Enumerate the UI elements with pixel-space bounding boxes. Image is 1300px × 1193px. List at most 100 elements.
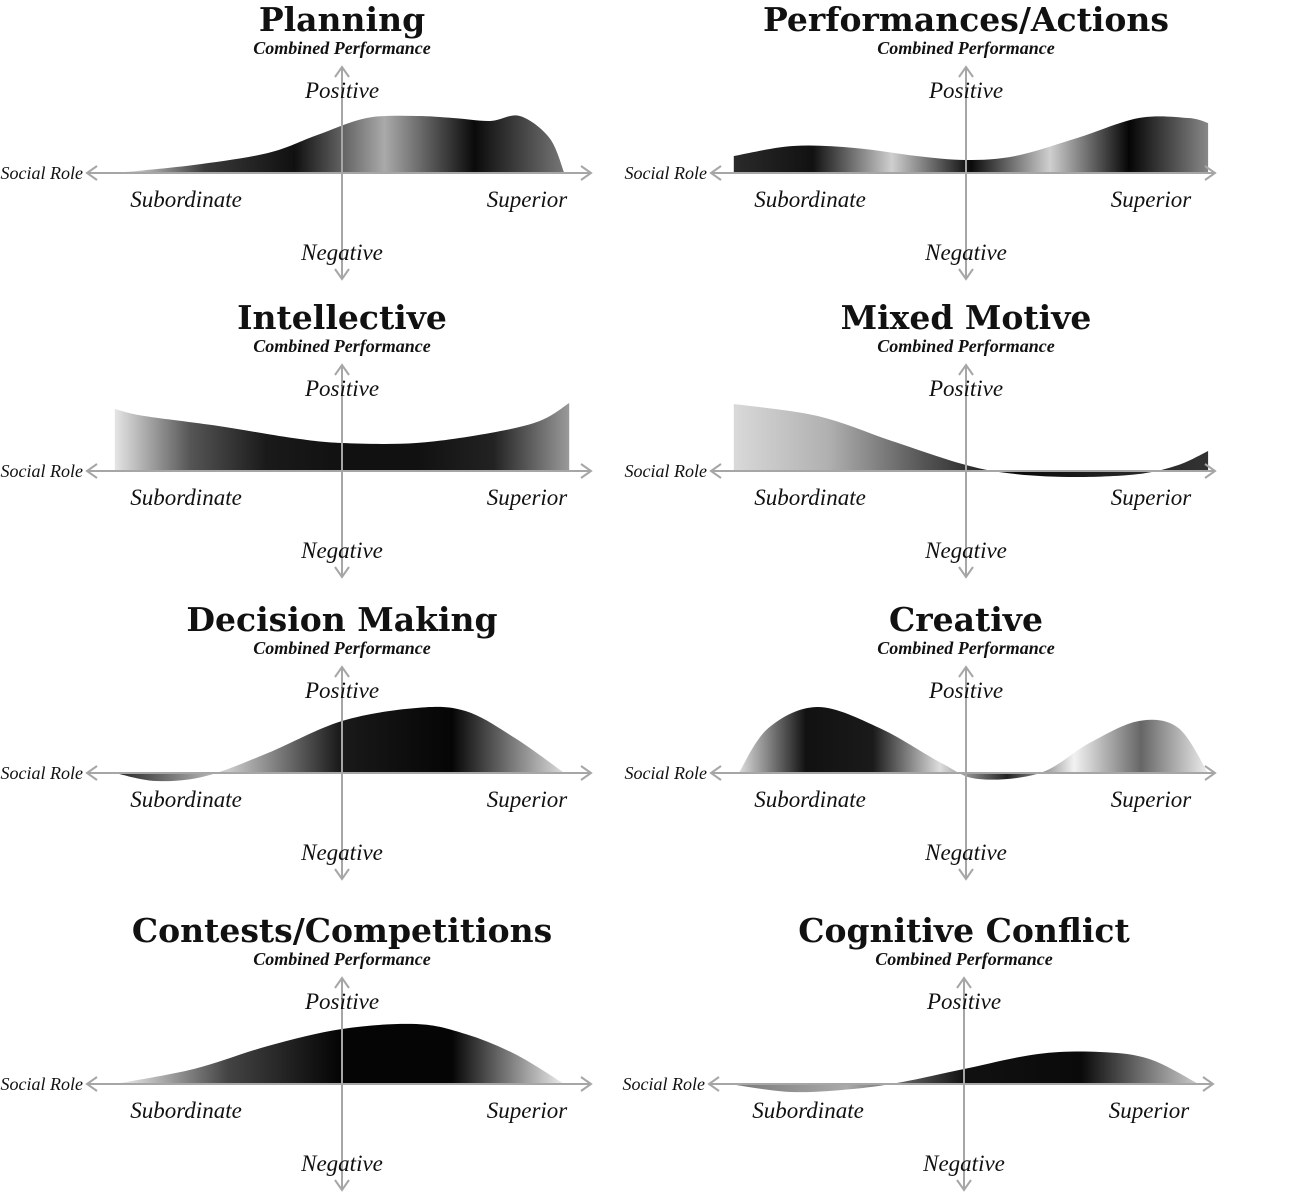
- x-high-label: Superior: [487, 485, 569, 510]
- y-positive-label: Positive: [304, 376, 379, 401]
- area-intellective: [114, 403, 570, 471]
- area-planning: [114, 115, 565, 173]
- x-axis-right-arrow-icon: [580, 165, 593, 181]
- x-high-label: Superior: [487, 1098, 569, 1123]
- x-low-label: Subordinate: [130, 1098, 242, 1123]
- x-high-label: Superior: [487, 787, 569, 812]
- y-negative-label: Negative: [924, 840, 1007, 865]
- y-axis-title: Combined Performance: [877, 38, 1055, 58]
- x-axis-right-arrow-icon: [580, 1076, 593, 1092]
- y-axis-title: Combined Performance: [875, 949, 1053, 969]
- x-low-label: Subordinate: [752, 1098, 864, 1123]
- y-axis-up-arrow-icon: [956, 976, 972, 989]
- x-axis-title: Social Role: [623, 1074, 705, 1094]
- y-axis-down-arrow-icon: [958, 268, 974, 281]
- x-axis-left-arrow-icon: [85, 1076, 98, 1092]
- x-low-label: Subordinate: [754, 485, 866, 510]
- y-positive-label: Positive: [928, 78, 1003, 103]
- x-high-label: Superior: [1109, 1098, 1191, 1123]
- x-axis-right-arrow-icon: [1204, 765, 1217, 781]
- x-axis-left-arrow-icon: [709, 165, 722, 181]
- chart-title: Performances/Actions: [763, 0, 1169, 39]
- chart-title: Planning: [259, 0, 425, 39]
- x-axis-title: Social Role: [1, 461, 83, 481]
- x-axis-title: Social Role: [625, 163, 707, 183]
- x-axis-title: Social Role: [1, 1074, 83, 1094]
- area-contests-competitions: [114, 1023, 565, 1084]
- y-axis-up-arrow-icon: [334, 65, 350, 78]
- x-axis-title: Social Role: [1, 763, 83, 783]
- y-negative-label: Negative: [924, 240, 1007, 265]
- y-positive-label: Positive: [304, 678, 379, 703]
- chart-title: Contests/Competitions: [132, 911, 552, 950]
- y-axis-title: Combined Performance: [253, 336, 431, 356]
- y-axis-title: Combined Performance: [253, 638, 431, 658]
- chart-title: Intellective: [237, 298, 447, 337]
- x-axis-right-arrow-icon: [1202, 1076, 1215, 1092]
- y-axis-down-arrow-icon: [334, 268, 350, 281]
- y-axis-down-arrow-icon: [334, 868, 350, 881]
- x-axis-left-arrow-icon: [85, 765, 98, 781]
- y-negative-label: Negative: [300, 1151, 383, 1176]
- y-negative-label: Negative: [300, 538, 383, 563]
- x-axis-left-arrow-icon: [85, 463, 98, 479]
- area-performances-actions: [733, 116, 1209, 173]
- area-decision-making: [114, 706, 565, 782]
- y-axis-up-arrow-icon: [334, 665, 350, 678]
- x-low-label: Subordinate: [130, 485, 242, 510]
- chart-title: Mixed Motive: [841, 298, 1092, 337]
- x-axis-left-arrow-icon: [85, 165, 98, 181]
- x-low-label: Subordinate: [130, 787, 242, 812]
- x-axis-right-arrow-icon: [1204, 463, 1217, 479]
- y-axis-up-arrow-icon: [334, 976, 350, 989]
- y-negative-label: Negative: [300, 840, 383, 865]
- x-axis-left-arrow-icon: [709, 765, 722, 781]
- chart-title: Cognitive Conflict: [798, 911, 1130, 950]
- y-axis-up-arrow-icon: [958, 363, 974, 376]
- area-creative: [738, 707, 1209, 780]
- x-high-label: Superior: [1111, 187, 1193, 212]
- y-positive-label: Positive: [928, 376, 1003, 401]
- x-axis-right-arrow-icon: [580, 463, 593, 479]
- y-positive-label: Positive: [304, 989, 379, 1014]
- x-axis-title: Social Role: [625, 763, 707, 783]
- y-axis-title: Combined Performance: [253, 38, 431, 58]
- x-axis-right-arrow-icon: [580, 765, 593, 781]
- y-axis-up-arrow-icon: [334, 363, 350, 376]
- y-negative-label: Negative: [922, 1151, 1005, 1176]
- chart-title: Creative: [889, 600, 1043, 639]
- x-high-label: Superior: [1111, 787, 1193, 812]
- y-axis-title: Combined Performance: [877, 336, 1055, 356]
- x-high-label: Superior: [487, 187, 569, 212]
- x-axis-right-arrow-icon: [1204, 165, 1217, 181]
- x-low-label: Subordinate: [130, 187, 242, 212]
- y-axis-down-arrow-icon: [958, 868, 974, 881]
- x-low-label: Subordinate: [754, 787, 866, 812]
- y-axis-down-arrow-icon: [958, 566, 974, 579]
- x-axis-title: Social Role: [1, 163, 83, 183]
- x-axis-left-arrow-icon: [707, 1076, 720, 1092]
- x-low-label: Subordinate: [754, 187, 866, 212]
- y-axis-down-arrow-icon: [334, 566, 350, 579]
- x-axis-title: Social Role: [625, 461, 707, 481]
- y-negative-label: Negative: [924, 538, 1007, 563]
- x-high-label: Superior: [1111, 485, 1193, 510]
- y-axis-up-arrow-icon: [958, 665, 974, 678]
- y-negative-label: Negative: [300, 240, 383, 265]
- chart-title: Decision Making: [186, 600, 497, 639]
- y-axis-up-arrow-icon: [958, 65, 974, 78]
- y-positive-label: Positive: [928, 678, 1003, 703]
- y-axis-title: Combined Performance: [253, 949, 431, 969]
- y-positive-label: Positive: [926, 989, 1001, 1014]
- y-axis-down-arrow-icon: [334, 1179, 350, 1192]
- y-axis-down-arrow-icon: [956, 1179, 972, 1192]
- area-mixed-motive: [733, 404, 1209, 477]
